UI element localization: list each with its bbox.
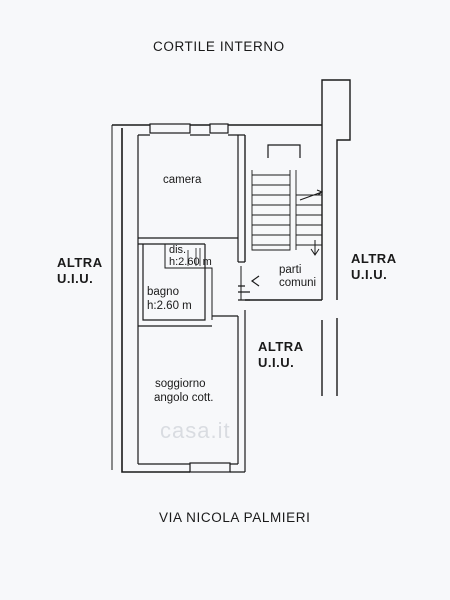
right-uiu-wall	[321, 318, 338, 396]
room-camera: camera	[163, 174, 202, 186]
door-hatch	[187, 248, 201, 266]
room-bagno-line1: bagno	[147, 286, 179, 298]
altra-center-line1: ALTRA	[258, 339, 304, 354]
parti-comuni-line1: parti	[279, 264, 302, 276]
unit-left-outer-wall	[121, 128, 190, 473]
stair-arrow-down	[310, 240, 320, 256]
room-soggiorno-line1: soggiorno	[155, 378, 206, 390]
altra-right-line2: U.I.U.	[351, 267, 388, 282]
room-soggiorno-line2: angolo cott.	[154, 392, 214, 404]
top-title: CORTILE INTERNO	[153, 39, 285, 54]
hall-door-notch	[238, 261, 250, 301]
stair-arrow	[299, 189, 324, 201]
window-top-small	[209, 123, 229, 134]
stair-flight-left	[251, 170, 291, 251]
dis-door	[205, 267, 213, 320]
stair-landing-top	[267, 144, 301, 158]
room-dis-line1: dis.	[169, 244, 187, 256]
parti-comuni-line2: comuni	[279, 277, 317, 289]
window-bottom	[189, 462, 231, 473]
bottom-title: VIA NICOLA PALMIERI	[159, 510, 311, 525]
altra-left-line2: U.I.U.	[57, 271, 94, 286]
unit-right-wall-lower	[237, 310, 246, 472]
window-top-left	[149, 123, 191, 134]
altra-center-line2: U.I.U.	[258, 355, 295, 370]
altra-right-line1: ALTRA	[351, 251, 397, 266]
altra-left-line1: ALTRA	[57, 255, 103, 270]
stair-flight-right	[295, 170, 322, 250]
dis-wall	[164, 244, 205, 269]
stair-outer-top	[321, 79, 351, 300]
entrance-arrow	[250, 275, 260, 287]
unit-right-wall-camera	[237, 135, 246, 262]
unit-bottom-wall	[138, 463, 245, 473]
watermark-logo: casa.it	[160, 418, 231, 443]
room-bagno-line2: h:2.60 m	[147, 300, 192, 312]
room-dis-line2: h:2.60 m	[169, 256, 212, 268]
bagno-wall	[142, 244, 206, 321]
camera-bottom-wall	[138, 237, 238, 245]
